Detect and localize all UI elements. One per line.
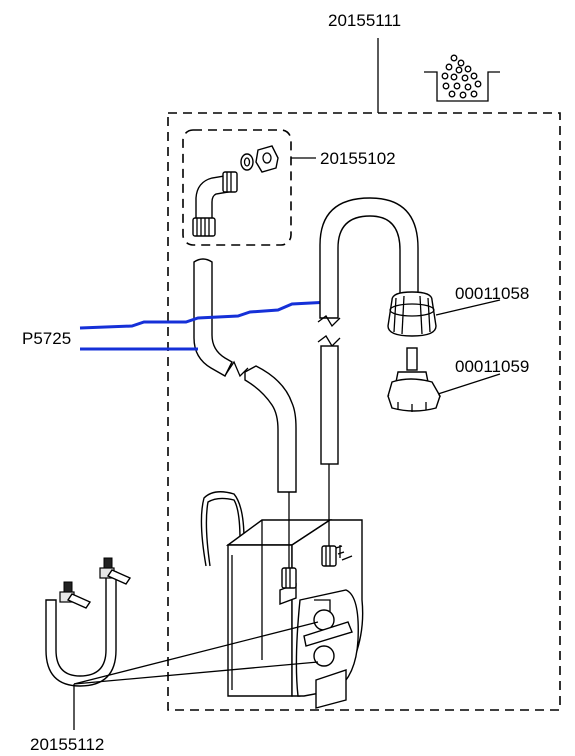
lid-leader	[435, 299, 501, 316]
label-foot-valve: 00011059	[455, 357, 529, 376]
label-hose-set: 20155112	[30, 735, 104, 754]
container-lid	[387, 291, 437, 337]
cable-lines	[79, 300, 331, 351]
elbow-kit-boundary	[182, 129, 292, 246]
label-lid: 00011058	[455, 284, 529, 303]
elbow-fitting	[192, 145, 279, 237]
delivery-tube	[317, 197, 419, 465]
label-assembly: 20155111	[328, 11, 401, 30]
hose-set	[45, 557, 132, 687]
hose-set-leaders	[73, 621, 319, 730]
foot-valve	[387, 347, 442, 412]
pump-unit	[200, 464, 364, 709]
label-elbow-kit: 20155102	[320, 149, 396, 168]
foot-valve-leader	[437, 373, 501, 395]
assembly-boundary	[167, 112, 561, 711]
label-cable: P5725	[22, 329, 71, 348]
suction-tube	[193, 258, 297, 493]
detergent-container-icon	[424, 54, 500, 102]
